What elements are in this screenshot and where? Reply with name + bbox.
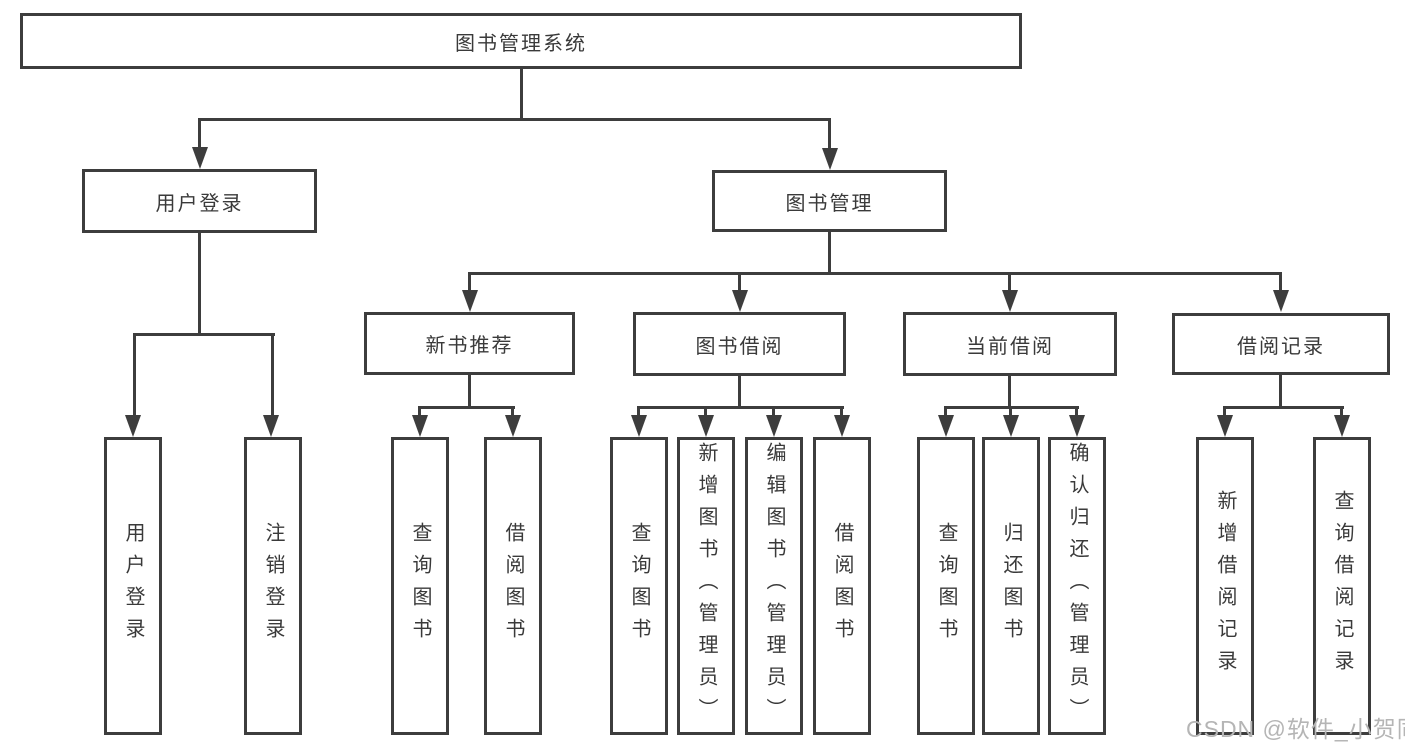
connector-book-borrow-stem [738, 376, 741, 409]
connector-drop-book-management [828, 118, 831, 150]
connector-drop-leaf-user-login [133, 333, 136, 415]
connector-new-book-elbow [418, 406, 515, 409]
arrow-to-book-management [822, 148, 838, 170]
connector-drop [840, 406, 843, 416]
connector-drop-borrow-records [1279, 272, 1282, 292]
connector-drop [637, 406, 640, 416]
connector-new-book-stem [468, 375, 471, 409]
watermark: CSDN @软件_小贺同学 [1186, 716, 1405, 742]
connector-drop [1009, 406, 1012, 416]
leaf-query-books-borrow: 查询图书 [610, 437, 668, 735]
connector-root-elbow [198, 118, 831, 121]
arrow-to-leaf [1069, 415, 1085, 437]
arrow-to-borrow-records [1273, 290, 1289, 312]
connector-drop-leaf-logout [271, 333, 274, 415]
leaf-add-borrow-record: 新增借阅记录 [1196, 437, 1254, 735]
connector-borrow-records-elbow [1223, 406, 1344, 409]
connector-root-stem [520, 69, 523, 119]
leaf-user-login: 用户登录 [104, 437, 162, 735]
connector-borrow-records-stem [1279, 375, 1282, 409]
leaf-logout: 注销登录 [244, 437, 302, 735]
connector-book-management-elbow [468, 272, 1282, 275]
arrow-to-leaf [505, 415, 521, 437]
node-user-login: 用户登录 [82, 169, 317, 233]
connector-user-login-elbow [133, 333, 275, 336]
arrow-to-leaf [698, 415, 714, 437]
node-root: 图书管理系统 [20, 13, 1022, 69]
connector-drop [1340, 406, 1343, 416]
connector-drop [511, 406, 514, 416]
connector-drop [944, 406, 947, 416]
connector-drop [1223, 406, 1226, 416]
connector-drop [772, 406, 775, 416]
connector-book-borrow-elbow [637, 406, 844, 409]
connector-drop-current-borrow [1008, 272, 1011, 292]
leaf-query-books-recommend: 查询图书 [391, 437, 449, 735]
arrow-to-user-login [192, 147, 208, 169]
connector-user-login-stem [198, 233, 201, 336]
arrow-to-new-book [462, 290, 478, 312]
connector-current-borrow-stem [1008, 376, 1011, 409]
node-current-borrow: 当前借阅 [903, 312, 1117, 376]
arrow-to-leaf [1003, 415, 1019, 437]
connector-drop-user-login [198, 118, 201, 149]
leaf-confirm-return-admin: 确认归还（管理员） [1048, 437, 1106, 735]
connector-drop [704, 406, 707, 416]
arrow-to-current-borrow [1002, 290, 1018, 312]
arrow-to-leaf [412, 415, 428, 437]
leaf-add-book-admin: 新增图书（管理员） [677, 437, 735, 735]
node-book-management: 图书管理 [712, 170, 947, 232]
leaf-borrow-books-recommend: 借阅图书 [484, 437, 542, 735]
node-book-borrow: 图书借阅 [633, 312, 846, 376]
connector-book-management-stem [828, 232, 831, 275]
arrow-to-leaf-user-login [125, 415, 141, 437]
arrow-to-leaf [631, 415, 647, 437]
arrow-to-leaf [766, 415, 782, 437]
leaf-return-book: 归还图书 [982, 437, 1040, 735]
connector-drop [418, 406, 421, 416]
connector-drop-book-borrow [738, 272, 741, 292]
leaf-edit-book-admin: 编辑图书（管理员） [745, 437, 803, 735]
arrow-to-leaf [1334, 415, 1350, 437]
leaf-borrow-books: 借阅图书 [813, 437, 871, 735]
node-borrow-records: 借阅记录 [1172, 313, 1390, 375]
node-new-book-recommend: 新书推荐 [364, 312, 575, 375]
arrow-to-leaf [834, 415, 850, 437]
arrow-to-leaf-logout [263, 415, 279, 437]
leaf-query-books-current: 查询图书 [917, 437, 975, 735]
connector-drop-new-book [468, 272, 471, 292]
leaf-query-borrow-record: 查询借阅记录 [1313, 437, 1371, 735]
arrow-to-leaf [938, 415, 954, 437]
connector-drop [1075, 406, 1078, 416]
arrow-to-book-borrow [732, 290, 748, 312]
arrow-to-leaf [1217, 415, 1233, 437]
